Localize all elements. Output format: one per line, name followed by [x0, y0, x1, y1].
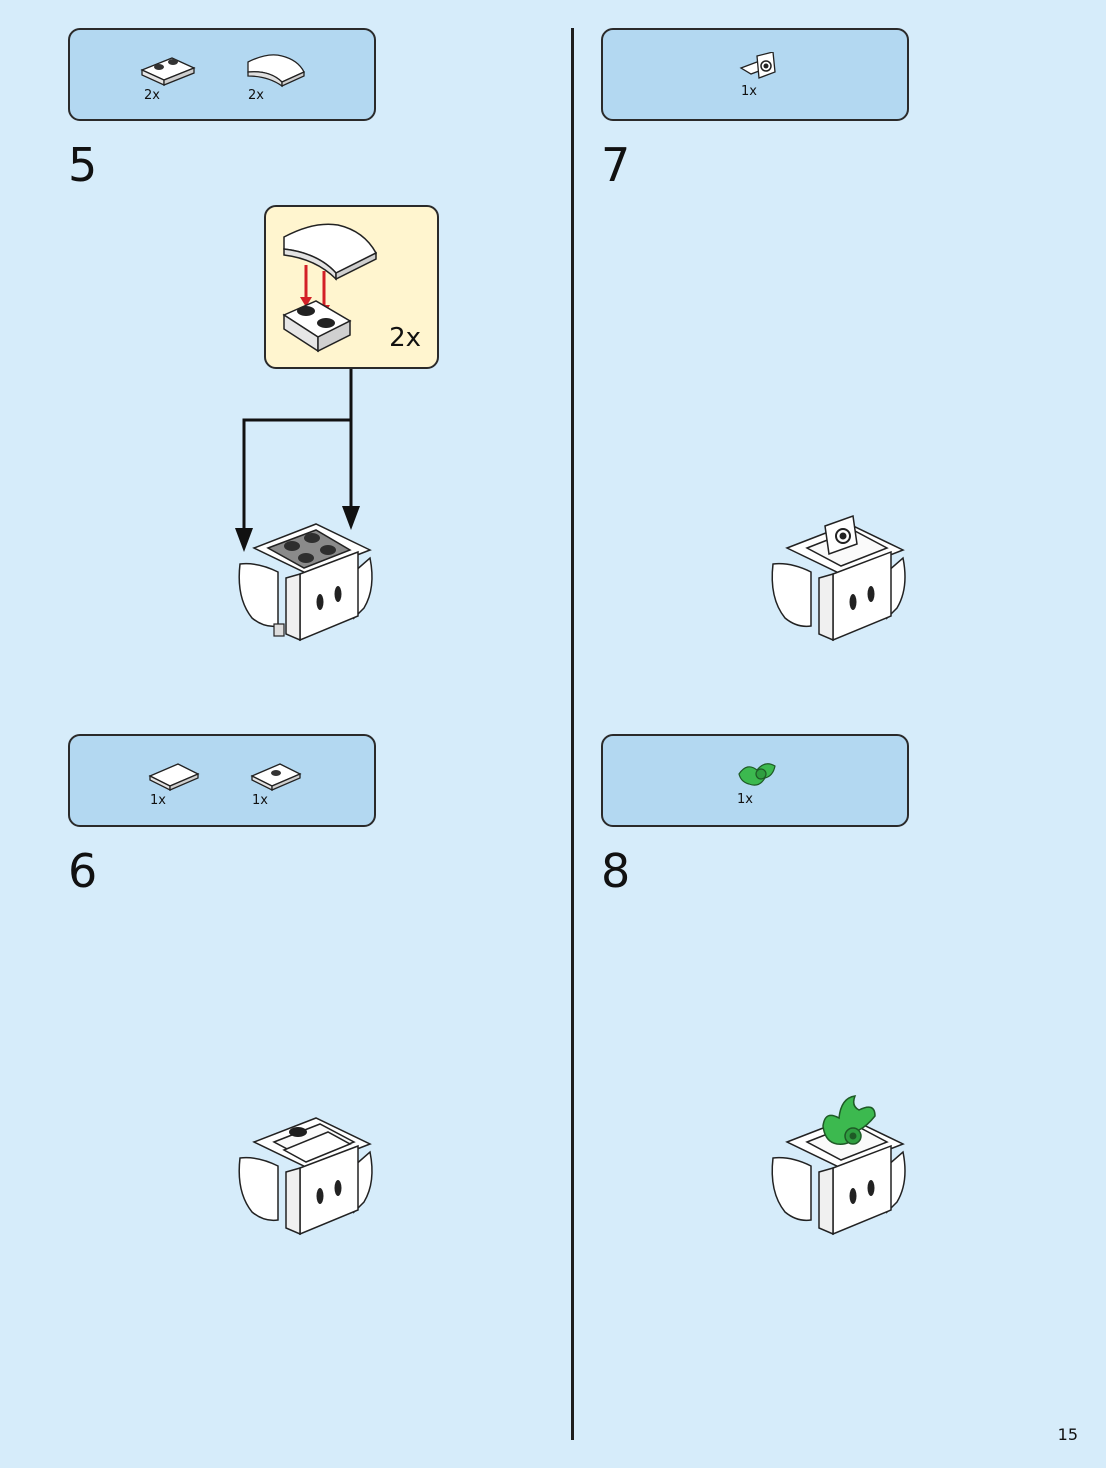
- step-number-6: 6: [68, 844, 98, 898]
- parts-box-step-7: 1x: [601, 28, 909, 121]
- step-5-model: [230, 518, 380, 652]
- parts-box-step-5: 2x 2x: [68, 28, 376, 121]
- step-6-model: [230, 1112, 380, 1246]
- step-8-model: [763, 1092, 913, 1246]
- step-number-7: 7: [601, 138, 631, 192]
- tile-1x2-icon: [146, 758, 226, 828]
- parts-box-step-8: 1x: [601, 734, 909, 827]
- jumper-plate-icon: [248, 756, 328, 826]
- step-8-part-1-qty: 1x: [737, 792, 753, 807]
- page-number: 15: [1057, 1425, 1078, 1444]
- callout-quantity: 2x: [389, 323, 421, 353]
- curved-slope-icon: [242, 48, 322, 118]
- step-5-part-1-qty: 2x: [144, 88, 160, 103]
- step-6-part-1-qty: 1x: [150, 793, 166, 808]
- step-7-model: [763, 512, 913, 652]
- plant-leaves-icon: [735, 756, 815, 826]
- step-number-8: 8: [601, 844, 631, 898]
- column-divider: [571, 28, 574, 1440]
- sub-assembly-callout: 2x: [264, 205, 439, 369]
- step-6-part-2-qty: 1x: [252, 793, 268, 808]
- sub-assembly-illustration: [282, 223, 378, 353]
- step-5-part-2-qty: 2x: [248, 88, 264, 103]
- plate-1x2-icon: [138, 50, 218, 120]
- step-7-part-1-qty: 1x: [741, 84, 757, 99]
- bracket-with-stud-icon: [737, 52, 817, 122]
- step-number-5: 5: [68, 138, 98, 192]
- parts-box-step-6: 1x 1x: [68, 734, 376, 827]
